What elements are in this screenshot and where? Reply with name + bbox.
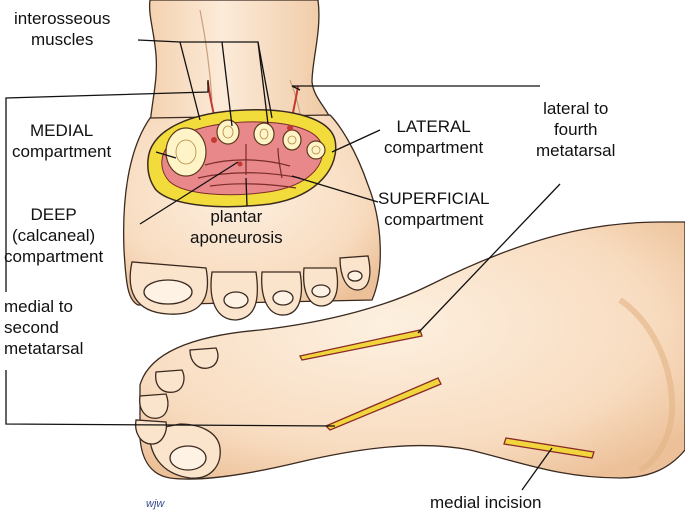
second-toe-nail [224,292,248,308]
artist-signature: wjw [146,494,164,515]
ankle-shape [150,0,332,125]
big-toe-nail [144,280,192,304]
fourth-toe-nail [312,285,330,297]
lower-big-toe-nail [170,446,206,470]
lateral-compartment-label: LATERAL compartment [384,116,483,158]
lateral-to-fourth-metatarsal-label: lateral to fourth metatarsal [536,98,615,161]
medial-incision-label: medial incision [430,492,542,513]
lower-fourth-toe [156,370,184,392]
medial-to-second-metatarsal-label: medial to second metatarsal [4,296,83,359]
interosseous-muscles-label: interosseous muscles [14,8,110,50]
superficial-compartment-label: SUPERFICIAL compartment [378,188,489,230]
third-toe-nail [273,291,293,305]
fifth-toe-nail [348,271,362,281]
medial-compartment-label: MEDIAL compartment [12,120,111,162]
first-metatarsal [166,128,206,176]
deep-compartment-label: DEEP (calcaneal) compartment [4,204,103,267]
second-metatarsal [217,120,239,144]
plantar-aponeurosis-label: plantar aponeurosis [190,206,283,248]
fifth-metatarsal [307,141,325,159]
third-metatarsal [254,123,274,145]
fourth-metatarsal [283,130,301,150]
